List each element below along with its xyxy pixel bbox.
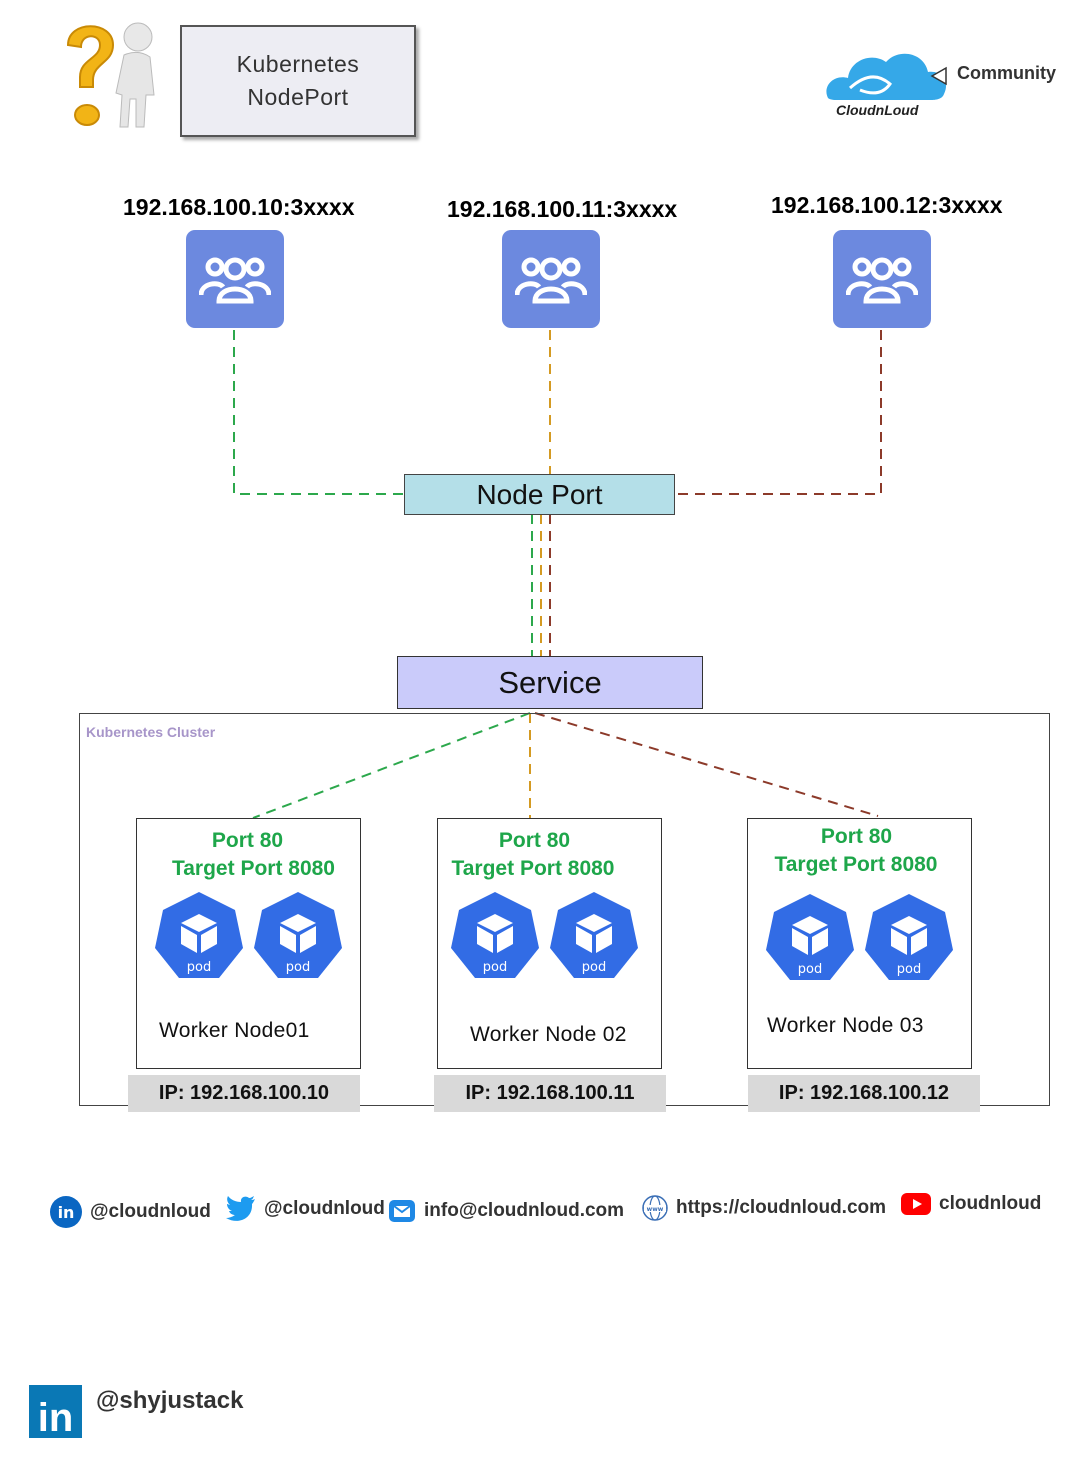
service-box: Service (397, 656, 703, 709)
title-line-2: NodePort (247, 84, 349, 110)
twitter-icon (226, 1196, 255, 1221)
user-group-icon (186, 230, 284, 328)
brand-name: CloudnLoud (836, 102, 919, 118)
worker-node-name: Worker Node 03 (767, 1014, 924, 1037)
pod-icon: pod (764, 892, 856, 984)
social-website[interactable]: www https://cloudnloud.com (642, 1195, 886, 1221)
target-port-label: Target Port 8080 (451, 857, 615, 880)
svg-text:pod: pod (286, 960, 310, 975)
target-port-label: Target Port 8080 (171, 857, 335, 880)
email-icon (389, 1200, 415, 1222)
port-label: Port 80 (498, 829, 571, 852)
port-label: Port 80 (820, 825, 893, 848)
brand-community: Community (957, 63, 1056, 83)
svg-text:pod: pod (483, 960, 507, 975)
worker-node-name: Worker Node01 (159, 1019, 310, 1042)
svg-text:pod: pod (897, 962, 921, 977)
worker-node-name: Worker Node 02 (470, 1023, 627, 1046)
node-ip-text: IP: 192.168.100.12 (778, 1082, 950, 1104)
svg-text:pod: pod (582, 960, 606, 975)
node-ip-1: IP: 192.168.100.10 (128, 1075, 360, 1112)
title-line-1: Kubernetes (236, 51, 360, 77)
target-port-label: Target Port 8080 (774, 853, 938, 876)
svg-text:www: www (647, 1206, 664, 1213)
website-url[interactable]: https://cloudnloud.com (676, 1197, 887, 1218)
node-ip-text: IP: 192.168.100.11 (465, 1082, 635, 1104)
linkedin-handle[interactable]: @cloudnloud (90, 1201, 211, 1222)
twitter-handle[interactable]: @cloudnloud (264, 1198, 385, 1219)
pod-icon: pod (153, 890, 245, 982)
service-label: Service (498, 664, 602, 700)
node-ip-3: IP: 192.168.100.12 (748, 1075, 980, 1112)
globe-icon: www (642, 1195, 668, 1221)
title-box: Kubernetes NodePort (180, 25, 416, 137)
line-service-worker3 (534, 712, 879, 817)
svg-text:in: in (58, 1203, 75, 1222)
linkedin-icon: in (50, 1196, 82, 1228)
youtube-icon (901, 1193, 931, 1215)
cluster-label: Kubernetes Cluster (86, 724, 216, 740)
pod-icon: pod (252, 890, 344, 982)
node-address-1: 192.168.100.10:3xxxx (123, 194, 355, 220)
node-address-2: 192.168.100.11:3xxxx (447, 196, 678, 222)
linkedin-icon[interactable]: in (29, 1385, 82, 1438)
svg-text:pod: pod (798, 962, 822, 977)
port-label: Port 80 (211, 829, 284, 852)
social-email[interactable]: info@cloudnloud.com (388, 1197, 624, 1225)
author-handle[interactable]: @shyjustack (96, 1387, 244, 1414)
line-node3-nodeport (674, 330, 882, 495)
node-ip-text: IP: 192.168.100.10 (158, 1082, 330, 1104)
nodeport-box: Node Port (404, 474, 675, 515)
email-address[interactable]: info@cloudnloud.com (424, 1200, 625, 1221)
youtube-channel[interactable]: cloudnloud (939, 1193, 1042, 1214)
social-linkedin[interactable]: in @cloudnloud (50, 1196, 211, 1228)
node-ip-2: IP: 192.168.100.11 (434, 1075, 666, 1112)
cloud-logo-icon (820, 38, 1070, 128)
social-twitter[interactable]: @cloudnloud (226, 1196, 385, 1222)
line-service-worker1 (252, 712, 531, 819)
user-group-icon (502, 230, 600, 328)
social-youtube[interactable]: cloudnloud (901, 1193, 1041, 1215)
pod-icon: pod (548, 890, 640, 982)
pod-icon: pod (449, 890, 541, 982)
line-node1-nodeport (233, 330, 404, 495)
pod-icon: pod (863, 892, 955, 984)
thinker-question-icon (58, 15, 168, 135)
svg-text:pod: pod (187, 960, 211, 975)
user-group-icon (833, 230, 931, 328)
node-address-3: 192.168.100.12:3xxxx (771, 192, 1003, 218)
nodeport-label: Node Port (476, 478, 603, 510)
